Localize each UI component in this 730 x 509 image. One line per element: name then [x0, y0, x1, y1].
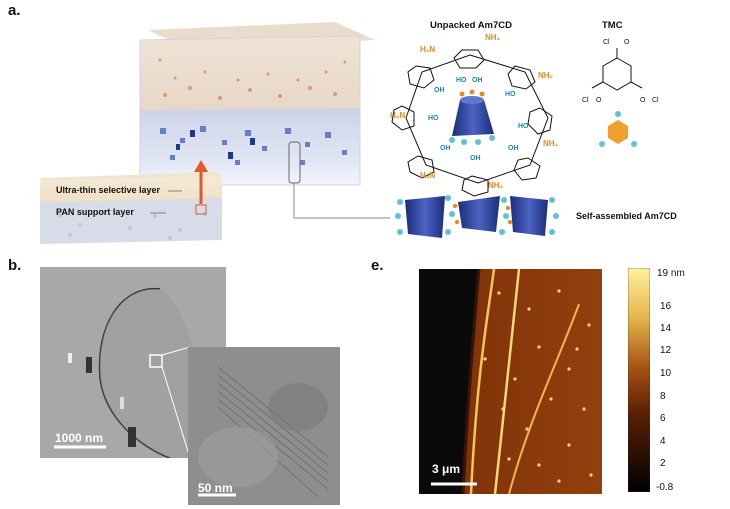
- colorbar-tick: 6: [660, 413, 666, 424]
- arrow-up-icon: [194, 160, 208, 204]
- tmc-molecule: [591, 48, 643, 91]
- small-membrane-block: [40, 172, 222, 244]
- colorbar-tick: 10: [660, 368, 672, 379]
- colorbar-tick: 2: [660, 458, 666, 469]
- connector-line: [293, 183, 390, 219]
- svg-text:OH: OH: [472, 77, 483, 84]
- svg-text:Cl: Cl: [603, 39, 610, 46]
- tmc-hexagon-model: [599, 111, 637, 147]
- svg-text:Cl: Cl: [652, 97, 659, 104]
- tem-inset-image: [188, 347, 340, 505]
- colorbar-tick: 14: [660, 323, 672, 334]
- label-unpacked-am7cd: Unpacked Am7CD: [430, 20, 513, 31]
- membrane-schematic: NH₂ NH₂ NH₂ NH₂ H₂N H₂N H₂N HO OH HO HO …: [40, 22, 659, 244]
- large-membrane-block: [139, 22, 375, 186]
- svg-text:OH: OH: [434, 87, 445, 94]
- svg-text:Cl: Cl: [582, 97, 589, 104]
- svg-text:H₂N: H₂N: [390, 111, 405, 120]
- svg-text:NH₂: NH₂: [488, 181, 504, 190]
- svg-text:O: O: [596, 97, 602, 104]
- colorbar-tick: 12: [660, 345, 672, 356]
- svg-text:HO: HO: [428, 115, 439, 122]
- svg-text:HO: HO: [456, 77, 467, 84]
- scalebar-label-main: 1000 nm: [55, 431, 104, 445]
- svg-text:OH: OH: [470, 155, 481, 162]
- colorbar-tick: 4: [660, 436, 666, 447]
- label-pan-support: PAN support layer: [56, 207, 134, 217]
- scalebar-label-afm: 3 μm: [432, 462, 461, 476]
- svg-text:HO: HO: [505, 91, 516, 98]
- svg-text:O: O: [640, 97, 646, 104]
- height-colorbar: [628, 268, 650, 492]
- colorbar-tick: 8: [660, 391, 666, 402]
- panel-b-letter: b.: [8, 257, 22, 274]
- svg-text:H₂N: H₂N: [420, 45, 435, 54]
- colorbar-tick: 19 nm: [657, 268, 685, 279]
- label-tmc: TMC: [602, 20, 623, 31]
- am7cd-molecule: NH₂ NH₂ NH₂ NH₂ H₂N H₂N H₂N HO OH HO HO …: [390, 33, 559, 197]
- panel-a-letter: a.: [8, 2, 21, 19]
- svg-text:NH₂: NH₂: [543, 139, 559, 148]
- scalebar-label-inset: 50 nm: [198, 481, 233, 495]
- label-self-assembled: Self-assembled Am7CD: [576, 211, 677, 221]
- svg-text:NH₂: NH₂: [485, 33, 501, 42]
- cyclodextrin-cone: [449, 89, 495, 145]
- svg-text:NH₂: NH₂: [538, 71, 554, 80]
- colorbar-tick: 16: [660, 301, 672, 312]
- svg-text:OH: OH: [440, 145, 451, 152]
- svg-text:OH: OH: [508, 145, 519, 152]
- colorbar-tick: -0.8: [656, 482, 674, 493]
- label-ultrathin-layer: Ultra-thin selective layer: [56, 185, 161, 195]
- svg-text:O: O: [624, 39, 630, 46]
- svg-text:H₂N: H₂N: [420, 171, 435, 180]
- self-assembled-chain: [395, 195, 559, 238]
- afm-image: [419, 269, 602, 494]
- tmc-atoms: Cl O Cl O O Cl: [582, 39, 659, 104]
- svg-text:HO: HO: [518, 123, 529, 130]
- panel-e-letter: e.: [371, 257, 384, 274]
